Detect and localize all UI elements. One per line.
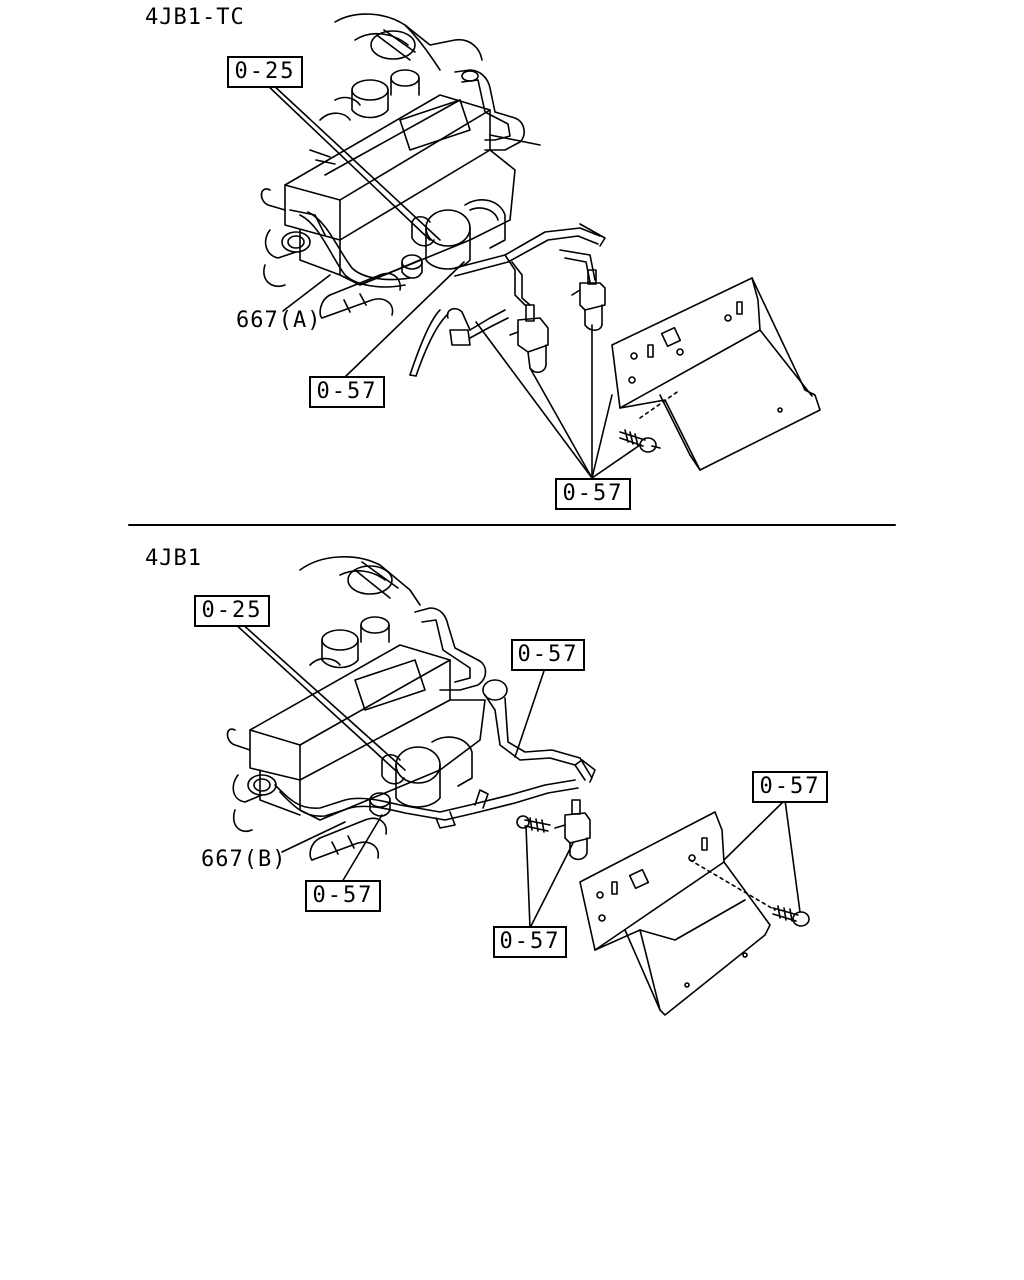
bottom-callout-0-57-left[interactable]: 0-57 bbox=[305, 880, 381, 912]
top-callout-0-57-bottom[interactable]: 0-57 bbox=[555, 478, 631, 510]
bottom-callout-667b[interactable]: 667(B) bbox=[201, 847, 287, 872]
top-callout-0-57-left[interactable]: 0-57 bbox=[309, 376, 385, 408]
bottom-callout-0-57-right[interactable]: 0-57 bbox=[752, 771, 828, 803]
bottom-callout-0-57-bottom[interactable]: 0-57 bbox=[493, 926, 567, 958]
top-model-label: 4JB1-TC bbox=[145, 5, 245, 30]
bottom-leader-lines bbox=[232, 621, 801, 929]
bottom-engine-illustration bbox=[226, 556, 810, 1016]
top-engine-illustration bbox=[260, 13, 821, 471]
bottom-callout-0-25[interactable]: 0-25 bbox=[194, 595, 270, 627]
top-leader-lines bbox=[264, 82, 641, 479]
bottom-callout-0-57-top[interactable]: 0-57 bbox=[511, 639, 585, 671]
top-callout-0-25[interactable]: 0-25 bbox=[227, 56, 303, 88]
top-callout-667a[interactable]: 667(A) bbox=[236, 308, 322, 333]
bottom-model-label: 4JB1 bbox=[145, 546, 202, 571]
